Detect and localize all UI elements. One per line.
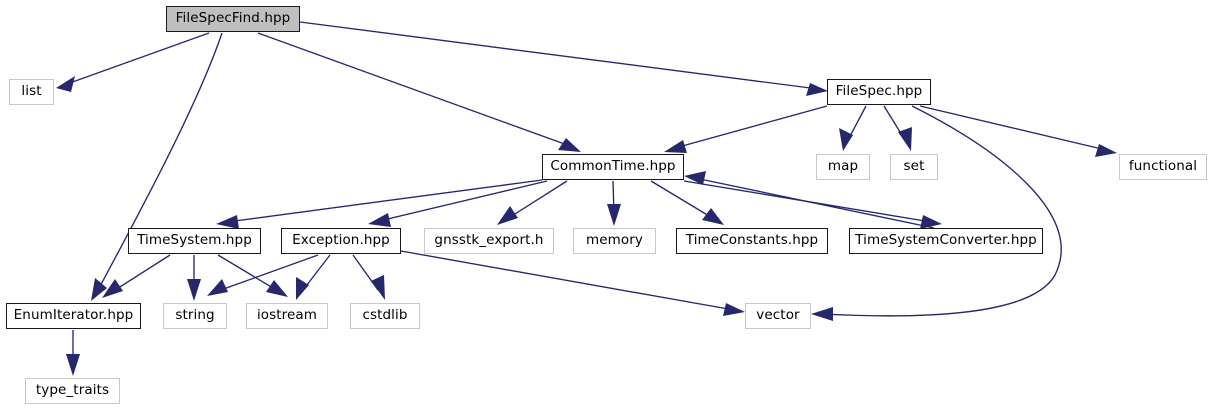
edge-filespec-commontime xyxy=(674,105,828,149)
node-timesystem[interactable]: TimeSystem.hpp xyxy=(128,228,261,254)
node-functional[interactable]: functional xyxy=(1119,154,1207,180)
node-label: map xyxy=(827,158,859,175)
node-label: type_traits xyxy=(35,382,110,399)
arrowhead-timesystemconverter xyxy=(920,215,942,229)
node-label: FileSpec.hpp xyxy=(835,83,923,100)
arrowhead-vector-left xyxy=(723,303,745,316)
arrowhead-exception xyxy=(368,213,391,227)
node-gnsstk_export[interactable]: gnsstk_export.h xyxy=(424,228,554,254)
node-enumiterator[interactable]: EnumIterator.hpp xyxy=(6,303,141,329)
node-label: vector xyxy=(756,307,800,324)
edge-timesystem-iostream xyxy=(217,254,279,292)
node-exception[interactable]: Exception.hpp xyxy=(281,228,401,254)
edge-timesystem-enumiterator xyxy=(111,254,171,293)
node-label: string xyxy=(175,307,215,324)
arrowhead-timesystem xyxy=(216,215,239,229)
node-timesystemconverter[interactable]: TimeSystemConverter.hpp xyxy=(849,228,1043,254)
arrowhead-string-timesystem xyxy=(187,279,201,301)
node-label: iostream xyxy=(256,307,318,324)
node-label: TimeSystem.hpp xyxy=(137,232,252,249)
arrowhead-commontime-left xyxy=(558,138,581,152)
arrowhead-filespec xyxy=(806,83,828,96)
node-string[interactable]: string xyxy=(163,303,227,329)
arrowhead-commontime-right xyxy=(664,140,687,153)
arrowhead-list xyxy=(56,76,75,92)
edge-commontime-gnsstkexport xyxy=(506,180,568,220)
node-label: EnumIterator.hpp xyxy=(13,307,134,324)
arrowhead-functional xyxy=(1095,144,1117,157)
edge-commontime-timesystem xyxy=(226,179,543,223)
arrowhead-map xyxy=(839,128,853,151)
node-filespec[interactable]: FileSpec.hpp xyxy=(827,79,931,105)
arrowhead-set xyxy=(898,127,912,151)
node-vector[interactable]: vector xyxy=(745,303,811,329)
arrowhead-string-exception xyxy=(207,279,228,296)
node-cstdlib[interactable]: cstdlib xyxy=(350,303,420,329)
edge-exception-string xyxy=(217,254,319,292)
node-label: functional xyxy=(1128,158,1198,175)
node-timeconstants[interactable]: TimeConstants.hpp xyxy=(676,228,828,254)
arrowhead-enumiterator-root xyxy=(91,278,107,301)
arrowhead-cstdlib xyxy=(371,275,385,300)
node-label: memory xyxy=(585,232,643,249)
node-filespecfind[interactable]: FileSpecFind.hpp xyxy=(166,6,300,32)
edge-filespecfind-enumiterator xyxy=(97,32,223,291)
node-memory[interactable]: memory xyxy=(573,228,656,254)
edge-timesystemconverter-commontime xyxy=(694,177,935,229)
node-commontime[interactable]: CommonTime.hpp xyxy=(542,154,684,180)
edge-filespecfind-list xyxy=(66,32,210,85)
node-label: cstdlib xyxy=(362,307,408,324)
node-label: gnsstk_export.h xyxy=(434,232,544,249)
arrowhead-vector-right xyxy=(811,307,833,321)
node-label: CommonTime.hpp xyxy=(550,158,676,175)
node-label: FileSpecFind.hpp xyxy=(175,10,291,27)
edge-filespec-functional xyxy=(919,105,1107,151)
node-label: TimeConstants.hpp xyxy=(685,232,819,249)
node-label: Exception.hpp xyxy=(292,232,390,249)
node-list[interactable]: list xyxy=(9,79,54,105)
arrowhead-typetraits xyxy=(66,354,80,376)
node-map[interactable]: map xyxy=(816,154,870,180)
arrowhead-enumiterator-timesystem xyxy=(102,279,123,298)
node-iostream[interactable]: iostream xyxy=(246,303,328,329)
node-type_traits[interactable]: type_traits xyxy=(25,378,120,404)
node-set[interactable]: set xyxy=(890,154,938,180)
edge-filespec-vector xyxy=(821,105,1062,317)
arrowhead-timeconstants xyxy=(702,208,724,225)
node-label: set xyxy=(903,158,925,175)
edge-filespecfind-commontime xyxy=(257,32,571,147)
edge-commontime-timeconstants xyxy=(650,180,715,220)
node-label: list xyxy=(21,83,42,100)
arrowhead-memory xyxy=(607,204,621,226)
arrowhead-iostream-exception xyxy=(296,277,309,300)
arrowhead-gnsstkexport xyxy=(497,206,518,225)
arrowhead-iostream-timesystem xyxy=(266,280,288,297)
edge-filespecfind-filespec xyxy=(299,21,819,90)
arrowhead-commontime-return xyxy=(684,171,706,185)
edge-commontime-exception xyxy=(378,180,548,222)
node-label: TimeSystemConverter.hpp xyxy=(855,232,1037,249)
edge-exception-vector xyxy=(400,250,735,311)
